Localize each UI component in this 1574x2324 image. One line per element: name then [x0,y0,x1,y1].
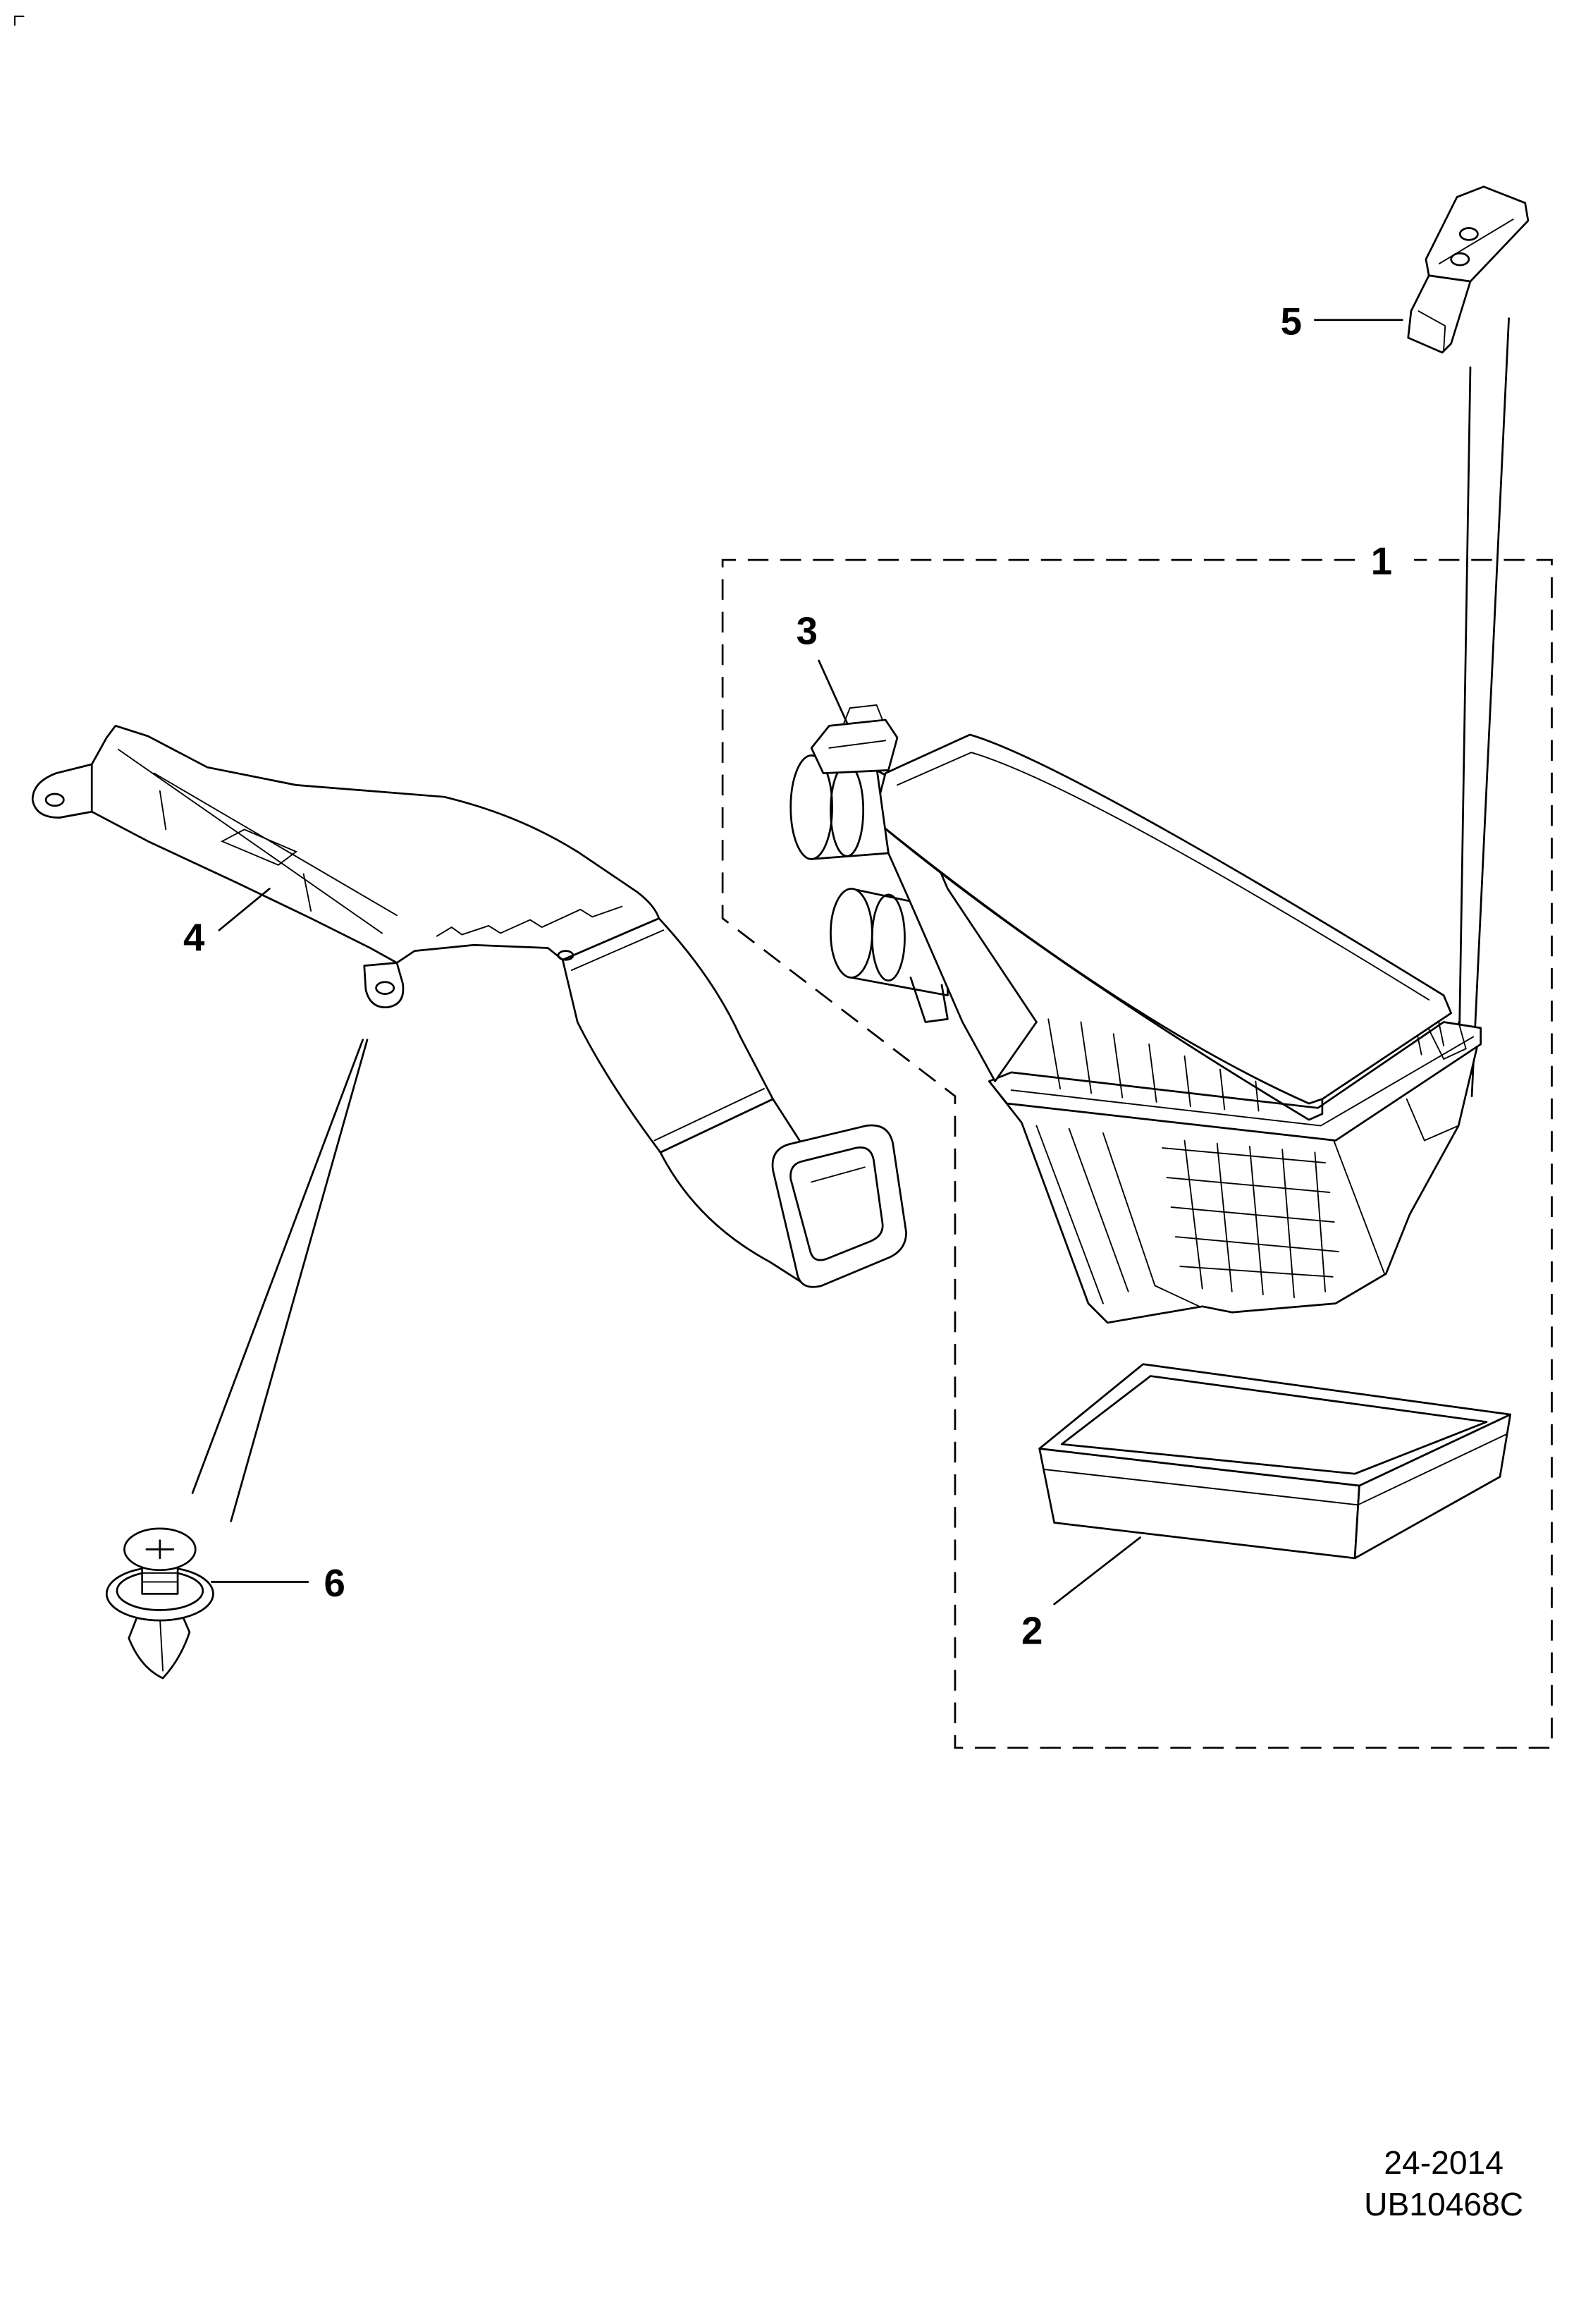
assembly-1-boundary [721,558,1553,1749]
footer-drawing-number: UB10468C [1364,2186,1523,2222]
duct-end-fitting [771,1124,907,1288]
duct-hose-band [561,917,774,1154]
bracket-flap [1407,274,1472,354]
housing-side-step [1406,1098,1460,1142]
callout-6: 6 [324,1562,345,1605]
housing-flange-lip [1010,1036,1475,1127]
housing-right-edge [1332,1137,1386,1275]
sensor-tube-opening [789,754,833,860]
bracket-fit-line-1 [1457,366,1472,1090]
bracket-hole-lower [1450,252,1470,267]
leader-line-2 [1053,1536,1141,1606]
outlet-tube-clip [909,977,949,1023]
leader-line-4 [218,888,271,931]
clip-legs [128,1610,191,1680]
outlet-tube-ring [871,893,906,982]
bracket-flap-edge [1418,310,1446,350]
callout-3: 3 [797,609,818,652]
filter-ledge-line [1043,1433,1508,1506]
duct-inner-edge-4 [302,873,312,912]
bracket-hole-upper [1458,227,1479,241]
part-5-bracket [1407,185,1530,354]
callout-1: 1 [1371,540,1392,583]
part-4-air-intake-duct [31,724,907,1288]
duct-inner-edge-3 [159,790,167,831]
bracket-fit-line-2 [1470,317,1510,1097]
callout-2: 2 [1021,1609,1043,1652]
housing-front-edge-2 [1068,1127,1129,1292]
callout-5: 5 [1281,300,1302,343]
sensor-connector-detail [828,740,887,749]
duct-slot [220,828,298,866]
housing-front-edge-3 [1102,1132,1200,1307]
duct-tab-hole [375,981,395,995]
clip-fit-line-2 [230,1039,369,1522]
lid-inner-edge [897,752,1430,1001]
housing-rib-grid [1162,1139,1339,1299]
duct-hose-band-edge-bottom [653,1088,765,1142]
duct-small-hole [557,950,574,961]
duct-hose-band-edge-top [570,929,665,971]
duct-end-fitting-ridge [811,1166,866,1183]
part-2-air-filter-element [1038,1363,1512,1560]
lid-end-clips [1428,1021,1467,1060]
outlet-tube-opening [830,888,873,979]
clip-head-cross [145,1539,175,1560]
leader-line-3 [818,659,848,724]
part-3-mass-air-flow-sensor [789,704,899,860]
duct-rib-row [436,905,623,937]
housing-flange-rim [988,1021,1482,1142]
part-6-push-clip [105,1527,214,1680]
callout-4: 4 [183,916,205,959]
sensor-connector [810,718,899,774]
duct-inner-edge-2 [153,772,398,917]
duct-inner-edge-1 [118,749,383,934]
duct-end-fitting-inner [789,1146,884,1261]
footer-date-code: 24-2014 [1384,2144,1504,2181]
clip-stem-threads [141,1572,179,1583]
sensor-connector-latch [843,704,883,724]
duct-bottom-tab [363,962,405,1008]
part-1-air-cleaner-housing [830,733,1482,1324]
filter-top-rim [1038,1363,1512,1487]
clip-fit-line-1 [191,1039,364,1494]
duct-main-body [58,724,660,964]
duct-flange-hole [44,793,65,807]
filter-inner-rim [1060,1375,1488,1475]
corner-mark [14,16,25,26]
lid-side-face [873,818,1324,1121]
duct-mounting-flange [31,763,93,819]
housing-front-edge-1 [1035,1125,1104,1304]
clip-leg-split [159,1617,164,1672]
